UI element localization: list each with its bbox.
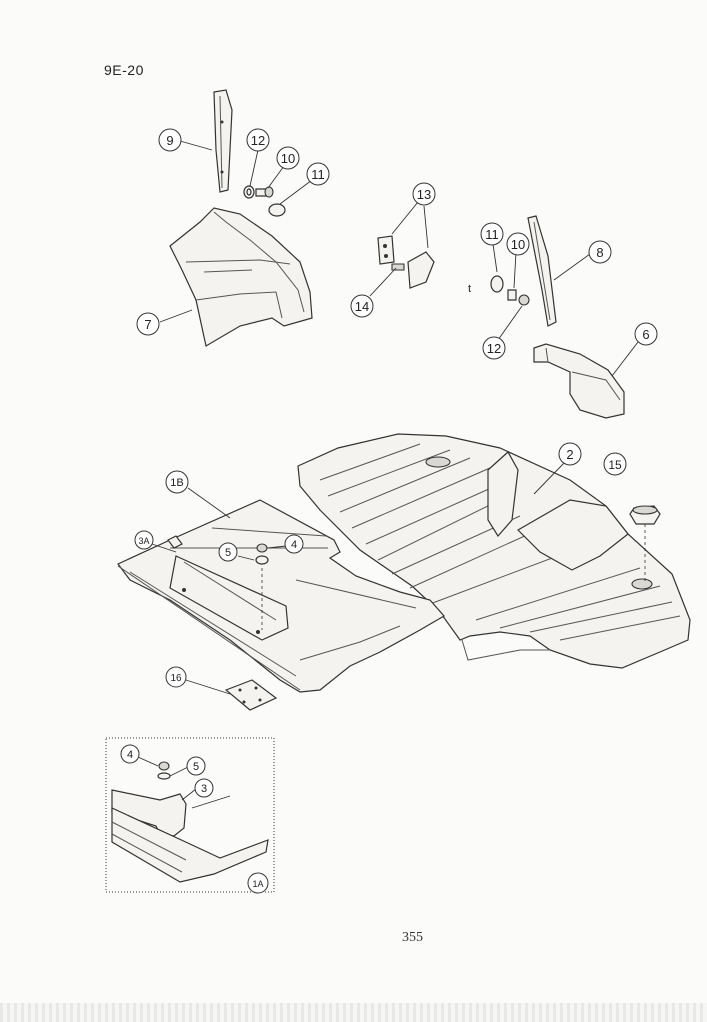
callout-1b: 1B	[165, 470, 189, 494]
svg-text:1A: 1A	[252, 879, 263, 889]
svg-text:3A: 3A	[138, 536, 149, 546]
svg-text:2: 2	[566, 447, 573, 462]
part-7-cowl-trim	[169, 207, 313, 347]
part-6-side-trim	[533, 343, 625, 419]
stray-mark: t	[468, 283, 471, 295]
scan-edge	[0, 1003, 707, 1022]
svg-text:12: 12	[487, 341, 501, 356]
callout-3-inset: 3	[194, 778, 214, 798]
inset-detail-1a	[105, 737, 275, 893]
page-number: 355	[402, 930, 423, 945]
svg-text:12: 12	[251, 133, 265, 148]
callout-4-inset: 4	[120, 744, 140, 764]
callout-7: 7	[136, 312, 160, 336]
svg-text:13: 13	[417, 187, 431, 202]
callout-9: 9	[158, 128, 182, 152]
svg-text:10: 10	[511, 237, 525, 252]
fastener-set-left	[243, 185, 286, 217]
callout-2: 2	[558, 442, 582, 466]
callout-12-right: 12	[482, 336, 506, 360]
callout-8: 8	[588, 240, 612, 264]
callout-13: 13	[412, 182, 436, 206]
callout-5-main: 5	[218, 542, 238, 562]
callout-12-left: 12	[246, 128, 270, 152]
fastener-set-right	[490, 275, 530, 306]
part-8-pillar-trim	[527, 215, 557, 327]
svg-text:5: 5	[225, 547, 231, 559]
svg-text:11: 11	[485, 227, 499, 242]
callout-3a: 3A	[134, 530, 154, 550]
callout-6: 6	[634, 322, 658, 346]
svg-text:5: 5	[193, 761, 199, 773]
callout-14: 14	[350, 294, 374, 318]
callout-10-right: 10	[506, 232, 530, 256]
svg-text:15: 15	[608, 458, 622, 472]
svg-text:16: 16	[170, 673, 182, 684]
svg-text:7: 7	[144, 317, 151, 332]
svg-text:8: 8	[596, 245, 603, 260]
callout-11-right: 11	[480, 222, 504, 246]
part-13-bracket	[377, 235, 435, 289]
part-16-pad	[224, 679, 278, 711]
part-9-pillar-trim	[213, 89, 233, 193]
svg-text:1B: 1B	[170, 477, 183, 489]
callout-5-inset: 5	[186, 756, 206, 776]
svg-text:14: 14	[355, 299, 369, 314]
svg-text:4: 4	[127, 749, 133, 761]
callout-11-left: 11	[306, 162, 330, 186]
callout-10-left: 10	[276, 146, 300, 170]
svg-text:9: 9	[166, 133, 173, 148]
part-15-plug	[629, 505, 661, 525]
callout-15: 15	[603, 452, 627, 476]
svg-text:3: 3	[201, 783, 207, 795]
svg-text:11: 11	[311, 167, 325, 182]
svg-text:10: 10	[281, 151, 295, 166]
callout-4-main: 4	[284, 534, 304, 554]
part-2-floor-panel	[297, 433, 691, 669]
leader-lines	[137, 140, 646, 809]
callout-1a: 1A	[247, 872, 269, 894]
svg-text:6: 6	[642, 327, 649, 342]
svg-text:4: 4	[291, 539, 297, 551]
callout-16: 16	[165, 666, 187, 688]
section-code: 9E-20	[104, 62, 144, 78]
